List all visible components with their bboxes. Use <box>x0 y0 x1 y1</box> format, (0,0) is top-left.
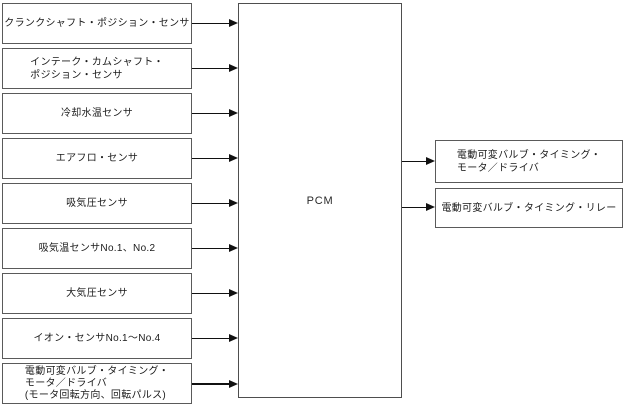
box-label: インテーク・カムシャフト・ ポジション・センサ <box>30 56 164 81</box>
output-box-electric-vvt-relay: 電動可変バルブ・タイミング・リレー <box>435 188 623 228</box>
arrow-input-4 <box>192 154 238 163</box>
input-box-electric-vvt-motor-driver-feedback: 電動可変バルブ・タイミング・ モータ／ドライバ (モータ回転方向、回転パルス) <box>2 363 192 404</box>
arrow-shaft <box>192 157 230 160</box>
input-box-crankshaft-position-sensor: クランクシャフト・ポジション・センサ <box>2 3 192 44</box>
box-label: 電動可変バルブ・タイミング・ モータ／ドライバ (モータ回転方向、回転パルス) <box>24 365 170 401</box>
input-box-coolant-temp-sensor: 冷却水温センサ <box>2 93 192 134</box>
arrow-shaft <box>192 202 230 205</box>
arrow-shaft <box>192 112 230 115</box>
arrow-head-icon <box>426 157 435 165</box>
input-box-intake-camshaft-position-sensor: インテーク・カムシャフト・ ポジション・センサ <box>2 48 192 89</box>
arrow-head-icon <box>229 154 238 162</box>
box-label: エアフロ・センサ <box>55 153 139 164</box>
arrow-head-icon <box>229 199 238 207</box>
output-box-electric-vvt-motor-driver: 電動可変バルブ・タイミング・ モータ／ドライバ <box>435 140 623 183</box>
arrow-input-8 <box>192 334 238 343</box>
arrow-head-icon <box>229 19 238 27</box>
arrow-head-icon <box>229 64 238 72</box>
arrow-head-icon <box>229 379 238 388</box>
pcm-box: PCM <box>238 3 402 398</box>
input-box-airflow-sensor: エアフロ・センサ <box>2 138 192 179</box>
arrow-shaft <box>402 160 427 163</box>
arrow-shaft <box>192 292 230 295</box>
arrow-input-3 <box>192 109 238 118</box>
input-box-ion-sensor: イオン・センサNo.1〜No.4 <box>2 318 192 359</box>
arrow-shaft <box>192 337 230 340</box>
arrow-head-icon <box>229 244 238 252</box>
box-label: 吸気圧センサ <box>66 198 128 209</box>
arrow-shaft <box>402 206 427 209</box>
arrow-output-2 <box>402 203 435 212</box>
input-box-barometric-pressure-sensor: 大気圧センサ <box>2 273 192 314</box>
box-label: 吸気温センサNo.1、No.2 <box>38 243 156 254</box>
arrow-head-icon <box>229 109 238 117</box>
arrow-input-2 <box>192 64 238 73</box>
arrow-shaft <box>192 383 230 385</box>
arrow-shaft <box>192 247 230 250</box>
arrow-input-6 <box>192 244 238 253</box>
box-label: イオン・センサNo.1〜No.4 <box>33 333 161 344</box>
arrow-input-1 <box>192 19 238 28</box>
box-label: 電動可変バルブ・タイミング・ モータ／ドライバ <box>456 149 602 174</box>
arrow-input-9 <box>192 379 238 389</box>
box-label: 冷却水温センサ <box>60 108 134 119</box>
box-label: クランクシャフト・ポジション・センサ <box>4 18 190 29</box>
input-box-intake-air-temp-sensor: 吸気温センサNo.1、No.2 <box>2 228 192 269</box>
arrow-shaft <box>192 22 230 25</box>
arrow-output-1 <box>402 157 435 166</box>
arrow-input-5 <box>192 199 238 208</box>
pcm-label: PCM <box>306 194 334 207</box>
arrow-head-icon <box>229 289 238 297</box>
arrow-input-7 <box>192 289 238 298</box>
box-label: 大気圧センサ <box>66 288 128 299</box>
arrow-head-icon <box>229 334 238 342</box>
arrow-head-icon <box>426 203 435 211</box>
box-label: 電動可変バルブ・タイミング・リレー <box>441 202 617 214</box>
input-box-intake-pressure-sensor: 吸気圧センサ <box>2 183 192 224</box>
arrow-shaft <box>192 67 230 70</box>
